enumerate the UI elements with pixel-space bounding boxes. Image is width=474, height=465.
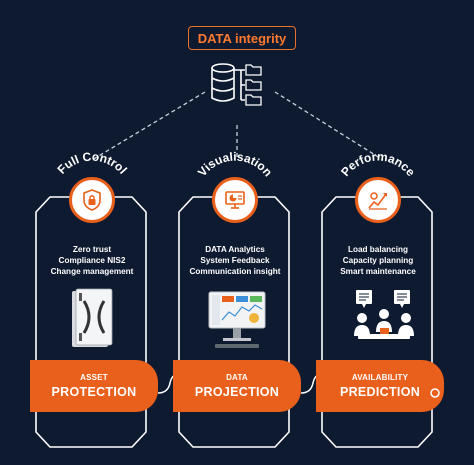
card-text-performance: Load balancing Capacity planning Smart m…	[326, 244, 430, 277]
card-line: DATA Analytics	[205, 245, 265, 254]
lock-shield-icon	[69, 177, 115, 223]
banner-main: PREDICTION	[339, 385, 421, 399]
card-line: Capacity planning	[342, 256, 414, 265]
banner-asset-protection: ASSET PROTECTION	[30, 360, 158, 412]
server-device-image	[72, 288, 113, 347]
banner-sub: AVAILABILITY	[351, 373, 409, 382]
banner-availability-prediction: AVAILABILITY PREDICTION	[316, 360, 444, 412]
card-frame-left	[35, 196, 147, 448]
card-frame-right	[321, 196, 433, 448]
banner-sub: DATA	[226, 373, 248, 382]
banner-main: PROTECTION	[51, 385, 137, 399]
card-text-visualisation: DATA Analytics System Feedback Communica…	[183, 244, 287, 277]
arc-label-performance: Performance	[338, 149, 418, 179]
page-title: DATA integrity	[188, 26, 296, 50]
banner-data-projection: DATA PROJECTION	[173, 360, 301, 412]
card-line: Change management	[50, 267, 134, 276]
gear-chart-icon	[355, 177, 401, 223]
connector-right	[274, 91, 384, 161]
banner-sub: ASSET	[80, 373, 108, 382]
dashboard-monitor-image	[208, 291, 266, 348]
card-frame-center	[178, 196, 290, 448]
chart-monitor-icon	[212, 177, 258, 223]
card-text-full-control: Zero trust Compliance NIS2 Change manage…	[40, 244, 144, 277]
end-node-icon	[430, 388, 440, 398]
card-line: Compliance NIS2	[58, 256, 126, 265]
arc-label-full-control: Full Control	[55, 149, 130, 176]
connector-left	[91, 91, 206, 161]
card-line: Communication insight	[189, 267, 281, 276]
database-folders-icon	[211, 63, 262, 106]
card-line: Smart maintenance	[340, 267, 416, 276]
arc-label-visualisation: Visualisation	[195, 150, 275, 180]
meeting-people-image	[354, 290, 414, 339]
card-line: System Feedback	[200, 256, 270, 265]
card-line: Zero trust	[72, 245, 112, 254]
card-line: Load balancing	[347, 245, 409, 254]
banner-main: PROJECTION	[194, 385, 280, 399]
